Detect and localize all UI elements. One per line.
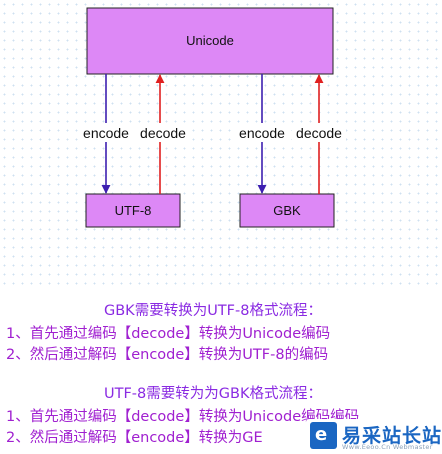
utf8-box-label: UTF-8 [115,203,152,218]
encoding-diagram: Unicode UTF-8 GBK encode decode encode d… [83,7,343,228]
unicode-box: Unicode [86,7,334,75]
gbk-box: GBK [239,193,335,228]
utf8-box: UTF-8 [85,193,181,228]
utf8-to-gbk-step-1: 1、首先通过编码【decode】转换为Unicode编码编码 [6,409,360,425]
right-decode-label: decode [296,125,342,141]
gbk-to-utf8-title: GBK需要转换为UTF-8格式流程： [104,303,322,319]
utf8-to-gbk-step-2: 2、然后通过解码【encode】转换为GE [6,430,263,446]
right-encode-label: encode [239,125,285,141]
e-logo-icon: e [310,422,337,449]
watermark-site-url: Www.Eeoo.Cn Webmaster [342,443,433,451]
gbk-to-utf8-step-2: 2、然后通过解码【encode】转换为UTF-8的编码 [6,347,329,363]
gbk-box-label: GBK [273,203,301,218]
gbk-to-utf8-step-1: 1、首先通过编码【decode】转换为Unicode编码 [6,326,331,342]
site-watermark-logo: e 易采站长站 Www.Eeoo.Cn Webmaster [306,419,442,454]
utf8-to-gbk-title: UTF-8需要转为为GBK格式流程： [104,386,322,402]
left-decode-label: decode [140,125,186,141]
watermark-site-name: 易采站长站 [342,425,442,447]
unicode-box-label: Unicode [186,33,234,48]
left-encode-label: encode [83,125,129,141]
